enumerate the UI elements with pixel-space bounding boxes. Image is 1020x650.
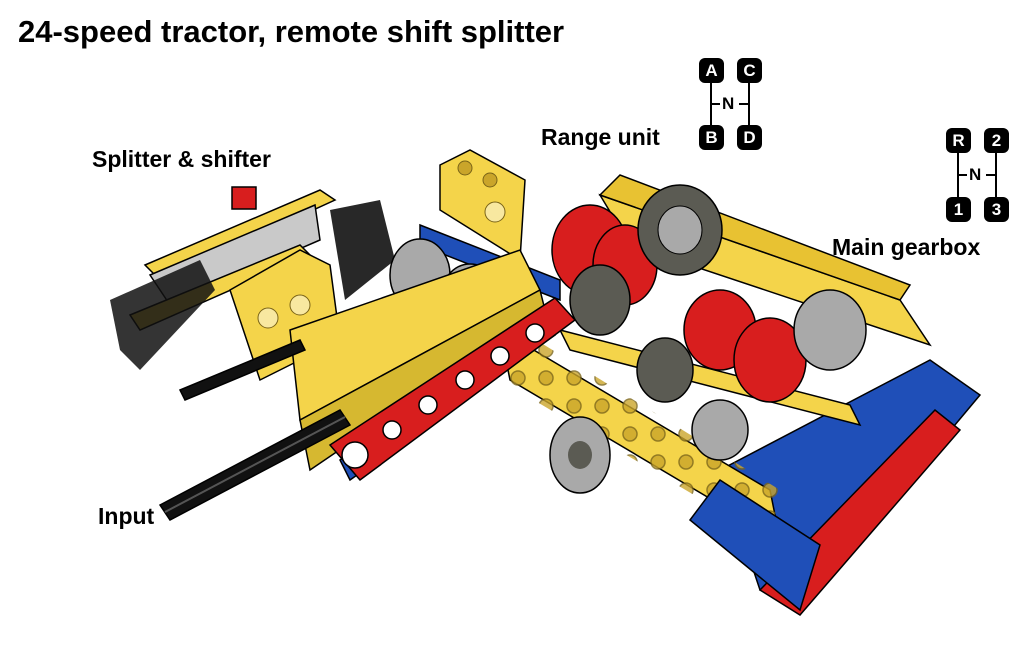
main-gearbox-label: Main gearbox: [832, 234, 981, 260]
red-liftarm: [328, 297, 577, 482]
main-gate-cross-right: [986, 174, 995, 176]
main-gate-cross-left: [958, 174, 967, 176]
main-gearbox-gears: [549, 184, 867, 494]
range-key-d: D: [737, 125, 762, 150]
main-key-r: R: [946, 128, 971, 153]
range-neutral: N: [722, 94, 735, 113]
range-gate-cross-right: [739, 103, 748, 105]
input-label: Input: [98, 503, 155, 529]
range-gate-right: [748, 83, 750, 125]
main-key-2: 2: [984, 128, 1009, 153]
main-gate-right: [995, 153, 997, 197]
range-unit-label: Range unit: [541, 124, 660, 150]
range-key-b: B: [699, 125, 724, 150]
main-key-1: 1: [946, 197, 971, 222]
range-key-c: C: [737, 58, 762, 83]
splitter-label: Splitter & shifter: [92, 146, 271, 172]
input-axle: [158, 339, 352, 521]
diagram-title: 24-speed tractor, remote shift splitter: [18, 14, 565, 49]
main-neutral: N: [969, 165, 982, 184]
main-key-3: 3: [984, 197, 1009, 222]
range-gate-cross-left: [711, 103, 720, 105]
range-key-a: A: [699, 58, 724, 83]
